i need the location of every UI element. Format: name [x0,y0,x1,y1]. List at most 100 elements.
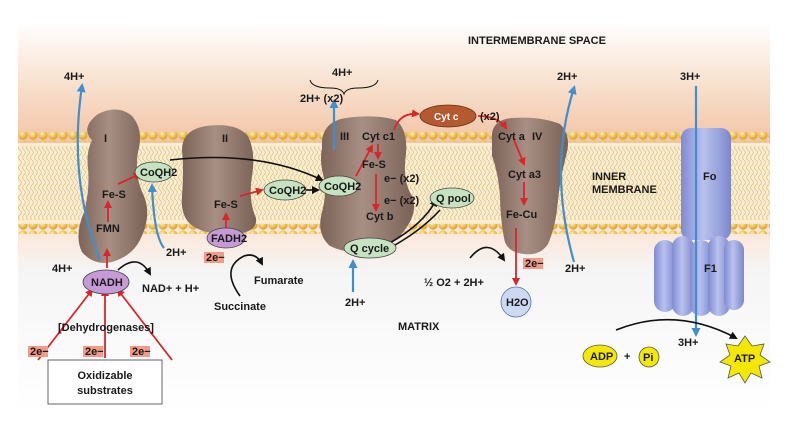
nadh-to-nad-arrow [117,261,151,276]
qpool-oval [429,187,475,209]
coqh2-oval-1 [134,161,174,183]
water-circle [500,286,532,318]
atp-synthase [654,128,744,316]
coqh2-oval-2 [263,179,307,201]
fadh-electrons: 2e− [206,252,225,264]
e-arrow-cytc1-cytc [393,109,420,131]
complex-iii-label: III [340,131,349,143]
sub-electron-box-3 [130,346,150,357]
cytc-label: Cyt c [434,112,459,123]
oxygen-arrow [469,246,506,262]
complex-i-protein [78,109,148,263]
f1-label: F1 [704,263,717,275]
complex-i-fmn: FMN [96,223,120,235]
complex-ii-label: II [222,133,228,145]
iv-electron-box [523,258,543,269]
complex-iii-fes: Fe-S [362,159,386,171]
qpool-label: Q pool [436,193,471,205]
substrates-box-line-2: substrates [77,385,133,397]
fadh2-oval [206,227,246,249]
nad-plus-label: NAD+ + H+ [142,283,199,295]
sub-electron-box-2 [83,346,103,357]
proton-synthase-out: 3H+ [680,71,701,83]
dehydrogenases-label: [Dehydrogenases] [58,322,154,334]
complex-ii-protein [181,125,257,235]
complex-iii-cytc1: Cyt c1 [362,131,395,143]
complex-iv-fecu: Fe-Cu [506,209,537,221]
qcycle-to-qpool-arrow [387,198,437,245]
coqh2-label-1: CoQH2 [140,167,177,179]
complex-iv-cyta3: Cyt a3 [508,169,541,181]
fo-label: Fo [703,171,717,183]
pi-label: Pi [643,352,653,364]
f1-subunit [724,240,744,310]
proton-arrow-complex-i-coq [147,183,165,249]
atp-star [719,335,771,384]
atp-label: ATP [734,353,755,365]
fadh2-label: FADH2 [211,233,247,245]
proton-iii-out: 4H+ [332,67,353,79]
proton-arrow-complex-iv [559,85,577,263]
e-arrow-fes-coq2 [239,187,264,197]
coqh2-oval-3 [318,175,360,197]
proton-i-out: 4H+ [64,71,85,83]
qcycle-oval [343,237,397,259]
complex-i-fes: Fe-S [102,189,126,201]
water-label: H2O [506,297,529,309]
substrates-box-line-1: Oxidizable [77,370,132,382]
proton-brace [309,79,379,96]
proton-synthase-in: 3H+ [678,337,699,349]
coqh2-label-3: CoQH2 [324,181,361,193]
proton-iv-in: 2H+ [565,263,586,275]
complex-ii-fes: Fe-S [214,199,238,211]
inner-membrane-label-1: INNER [592,171,626,183]
fo-subunit [681,128,731,240]
e-arrow-sub3 [116,288,173,361]
complex-iv-label: IV [532,131,543,143]
sub-electron-box-1 [28,346,48,357]
nadh-label: NADH [91,277,123,289]
proton-iii-out-2: 2H+ (x2) [300,93,343,105]
complex-iii-protein [320,116,414,253]
complex-iv-cyta: Cyt a [498,131,526,143]
succinate-fumarate-arrow [230,254,263,297]
coq-to-coq3-arrow [169,156,324,181]
proton-iii-in: 2H+ [345,297,366,309]
proton-iv-out: 2H+ [557,71,578,83]
succinate-label: Succinate [214,301,266,313]
iv-electrons: 2e− [525,258,544,270]
plus-sign: + [624,351,630,363]
proton-arrow-complex-i [76,83,102,261]
matrix-label: MATRIX [398,321,440,333]
adp-label: ADP [590,351,613,363]
pi-circle [638,346,660,368]
complex-iv-protein [491,117,568,255]
proton-i-in: 4H+ [52,263,73,275]
adp-oval [582,344,618,368]
cytc-oval [419,104,477,128]
qcycle-label: Q cycle [350,243,389,255]
complex-iii-electron-1: e− (x2) [384,173,419,185]
cytc-multiplier: (x2) [480,111,500,123]
complex-i-label: I [104,133,107,145]
e-arrow-coq3-cytc1 [355,144,373,177]
intermembrane-space-label: INTERMEMBRANE SPACE [468,35,606,47]
adp-to-atp-arrow [615,318,738,339]
fadh-electron-box [204,252,224,263]
e-arrow-cytc-cyta [477,115,508,130]
sub-electron-2: 2e− [85,346,104,358]
nadh-oval [82,269,130,295]
e-arrow-cyta-cyta3 [513,139,526,166]
inner-membrane-label-2: MEMBRANE [592,184,657,196]
proton-i-in-2: 2H+ [166,247,187,259]
fumarate-label: Fumarate [254,275,304,287]
coqh2-label-2: CoQH2 [269,185,306,197]
oxygen-label: ½ O2 + 2H+ [424,277,484,289]
sub-electron-3: 2e− [132,346,151,358]
complex-iii-cytb: Cyt b [366,211,394,223]
sub-electron-1: 2e− [30,346,49,358]
complex-iii-electron-2: e− (x2) [384,195,419,207]
substrates-box [47,359,163,405]
